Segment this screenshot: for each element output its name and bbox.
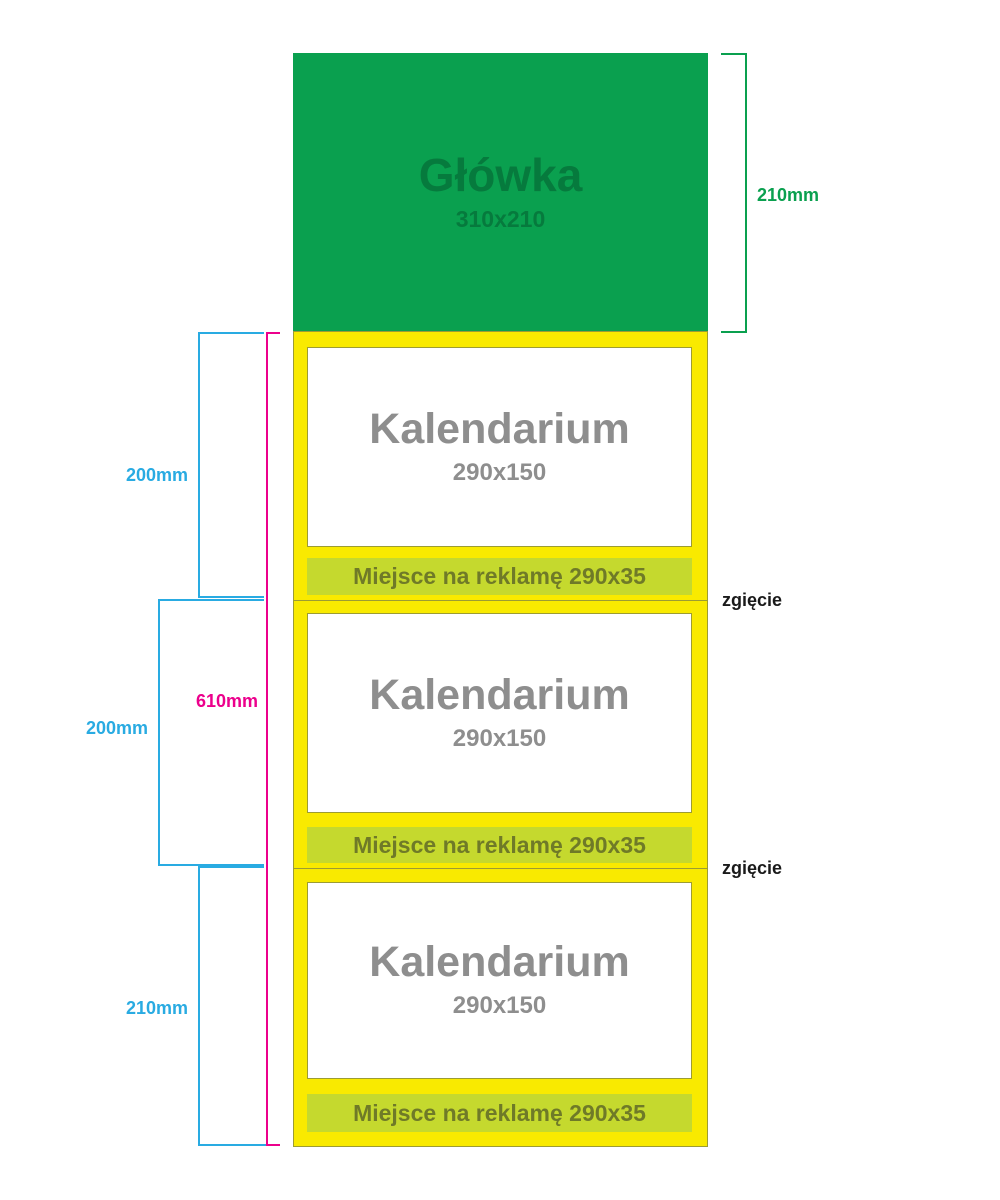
ad-strip-label-1: Miejsce na reklamę 290x35 (353, 563, 646, 589)
fold-label-1: zgięcie (722, 590, 783, 610)
calendar-box-2: Kalendarium 290x150 (307, 613, 692, 813)
dim-section3-line (198, 866, 200, 1146)
dim-section2-tick-top (158, 599, 264, 601)
calendar-size-1: 290x150 (452, 458, 547, 486)
calendar-size-2: 290x150 (452, 724, 547, 752)
calendar-box-1: Kalendarium 290x150 (307, 347, 692, 547)
ad-strip-2: Miejsce na reklamę 290x35 (307, 827, 692, 863)
dim-section1-tick-top (198, 332, 264, 334)
header-title: Główka (418, 149, 583, 202)
calendar-body: Kalendarium 290x150 Miejsce na reklamę 2… (293, 331, 708, 1147)
fold-line-2 (294, 868, 707, 869)
dim-section2-line (158, 599, 160, 866)
dim-label-section1-height: 200mm (125, 465, 188, 485)
header-block: Główka 310x210 (293, 53, 708, 331)
ad-strip-3: Miejsce na reklamę 290x35 (307, 1094, 692, 1132)
dim-section3-tick-bottom (198, 1144, 266, 1146)
fold-line-1 (294, 600, 707, 601)
dim-section2-tick-bottom (158, 864, 264, 866)
dim-total-tick-bottom (266, 1144, 280, 1146)
ad-strip-label-3: Miejsce na reklamę 290x35 (353, 1099, 646, 1126)
fold-label-2: zgięcie (722, 858, 783, 878)
header-size-label: 310x210 (455, 205, 546, 232)
ad-strip-label-2: Miejsce na reklamę 290x35 (353, 831, 646, 858)
calendar-title-2: Kalendarium (369, 670, 630, 719)
dim-header-tick-bottom (721, 331, 747, 333)
dim-label-header-height: 210mm (757, 185, 820, 205)
dim-total-tick-top (266, 332, 280, 334)
calendar-title-1: Kalendarium (369, 404, 630, 453)
dim-section1-tick-bottom (198, 596, 264, 598)
ad-strip-1: Miejsce na reklamę 290x35 (307, 558, 692, 595)
calendar-size-3: 290x150 (452, 992, 547, 1019)
dim-header-line (745, 53, 747, 333)
calendar-title-3: Kalendarium (369, 938, 630, 986)
dim-section1-line (198, 332, 200, 598)
dim-label-section3-height: 210mm (125, 998, 188, 1018)
dim-label-total-height: 610mm (196, 691, 259, 711)
calendar-box-3: Kalendarium 290x150 (307, 882, 692, 1079)
dim-total-line (266, 332, 268, 1146)
dim-header-tick-top (721, 53, 747, 55)
dim-section3-tick-top (198, 866, 264, 868)
dim-label-section2-height: 200mm (85, 718, 148, 738)
